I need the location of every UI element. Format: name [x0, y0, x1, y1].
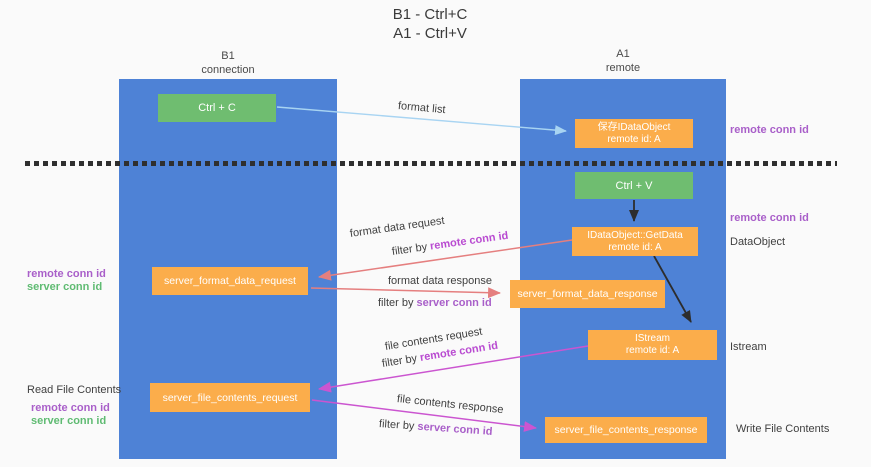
node-ctrl-v-label: Ctrl + V	[615, 179, 653, 192]
flow-label-filter-server-2: filter by server conn id	[379, 418, 493, 438]
title-line-1: B1 - Ctrl+C	[392, 6, 468, 23]
node-istream-line2: remote id: A	[625, 345, 680, 356]
node-save-idataobject-line2: remote id: A	[607, 133, 661, 145]
node-ctrl-v: Ctrl + V	[575, 172, 693, 199]
flow-label-filter-server-1: filter by server conn id	[378, 297, 492, 309]
node-server-format-data-request: server_format_data_request	[152, 267, 308, 295]
left-lane-subtitle: connection	[201, 64, 255, 76]
annotation-write-file-contents: Write File Contents	[736, 423, 830, 435]
annotation-istream: Istream	[730, 341, 767, 353]
annotation-read-file-contents: Read File Contents	[27, 384, 122, 396]
filter-server-conn-id-2: server conn id	[417, 420, 493, 438]
annotation-remote-conn-id-left-1: remote conn id	[27, 268, 106, 280]
filter-by-text-1: filter by	[391, 240, 431, 258]
annotation-server-conn-id-left-1: server conn id	[27, 281, 103, 293]
filter-by-text-2: filter by	[378, 297, 417, 309]
flow-label-format-data-response: format data response	[388, 275, 492, 287]
annotation-remote-conn-id-mid-right: remote conn id	[730, 212, 809, 224]
node-istream-line1: IStream	[634, 333, 670, 344]
node-server-format-data-response-label: server_format_data_response	[517, 288, 658, 300]
right-lane-header: A1 remote	[520, 47, 726, 75]
node-server-file-contents-request-label: server_file_contents_request	[162, 391, 298, 404]
flow-label-format-list: format list	[397, 100, 447, 117]
flow-label-file-contents-response: file contents response	[396, 393, 505, 417]
filter-server-conn-id-1: server conn id	[416, 297, 492, 309]
dashed-separator-line	[25, 161, 837, 166]
diagram-title: B1 - Ctrl+C A1 - Ctrl+V	[280, 5, 580, 43]
node-server-file-contents-response: server_file_contents_response	[545, 417, 707, 443]
flow-label-filter-remote-1: filter by remote conn id	[391, 230, 509, 258]
node-server-format-data-request-label: server_format_data_request	[164, 275, 296, 287]
left-lane-name: B1	[221, 50, 235, 62]
arrow-format-data-response	[310, 287, 502, 299]
node-idataobject-getdata-line1: IDataObject::GetData	[587, 229, 683, 241]
filter-by-text-4: filter by	[378, 418, 418, 433]
node-ctrl-c: Ctrl + C	[158, 94, 276, 122]
node-idataobject-getdata: IDataObject::GetData remote id: A	[572, 227, 698, 256]
annotation-dataobject: DataObject	[730, 236, 786, 248]
node-idataobject-getdata-line2: remote id: A	[608, 241, 662, 253]
right-lane-name: A1	[616, 48, 630, 60]
left-lane-header: B1 connection	[119, 49, 337, 77]
node-ctrl-c-label: Ctrl + C	[198, 102, 236, 114]
node-server-file-contents-request: server_file_contents_request	[150, 383, 310, 412]
node-server-file-contents-response-label: server_file_contents_response	[554, 424, 698, 436]
flow-label-format-data-request: format data request	[349, 214, 446, 240]
filter-by-text-3: filter by	[381, 352, 421, 370]
annotation-remote-conn-id-top-right: remote conn id	[730, 124, 809, 136]
node-save-idataobject: 保存IDataObject remote id: A	[575, 119, 693, 148]
node-istream: IStream remote id: A	[588, 330, 717, 360]
title-line-2: A1 - Ctrl+V	[393, 25, 467, 42]
annotation-remote-conn-id-left-2: remote conn id	[31, 402, 110, 414]
annotation-server-conn-id-left-2: server conn id	[31, 415, 107, 427]
filter-remote-conn-id-1: remote conn id	[429, 229, 510, 253]
node-save-idataobject-line1: 保存IDataObject	[597, 121, 671, 133]
right-lane-subtitle: remote	[605, 62, 641, 74]
node-server-format-data-response: server_format_data_response	[510, 280, 665, 308]
